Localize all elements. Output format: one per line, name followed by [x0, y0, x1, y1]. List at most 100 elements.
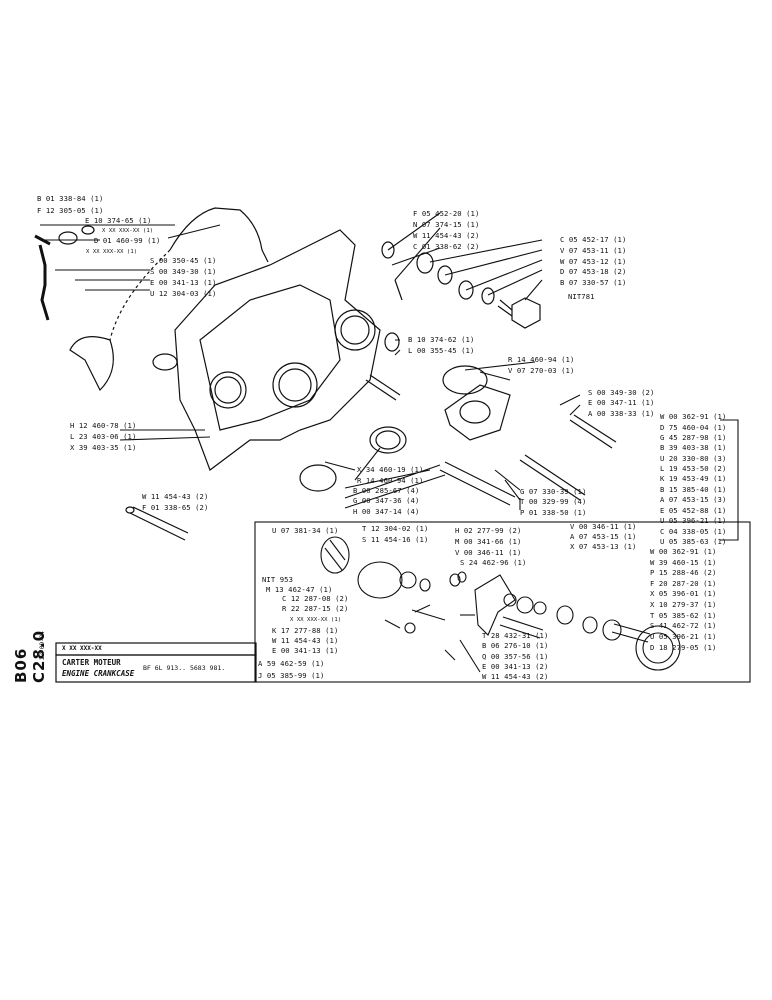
ref-mark: X XX XXX-XX: [62, 645, 102, 652]
part-label: V 00 346-11 (1): [455, 548, 522, 557]
filler-neck: [152, 353, 178, 371]
part-label: M 13 462-47 (1): [266, 585, 333, 594]
tensioner-arm: [474, 574, 516, 636]
part-label: U 20 330-80 (3): [660, 454, 727, 463]
part-label: B 39 403-38 (1): [660, 443, 727, 452]
part-label: U 05 385-63 (1): [660, 537, 727, 546]
part-label: T 28 432-31 (1): [482, 631, 549, 640]
part-label: A 00 338-33 (1): [588, 409, 655, 418]
part-label: X XX XXX-XX (1): [102, 228, 154, 234]
part-label: B 15 385-40 (1): [660, 485, 727, 494]
part-label: U 07 381-34 (1): [272, 526, 339, 535]
part-label: F 20 287-20 (1): [650, 579, 717, 588]
pulley: [635, 625, 681, 671]
cover-flange: [444, 384, 511, 441]
part-label: E 00 347-11 (1): [588, 398, 655, 407]
part-label: B 00 285-67 (4): [353, 486, 420, 495]
part-label: C 04 338-05 (1): [660, 527, 727, 536]
part-label: A 07 453-15 (1): [570, 532, 637, 541]
part-label: G 07 330-39 (1): [520, 487, 587, 496]
part-label: A 07 453-15 (3): [660, 495, 727, 504]
part-label: Q 00 357-56 (1): [482, 652, 549, 661]
part-label: M 00 341-66 (1): [455, 537, 522, 546]
seal-ring-large: [272, 362, 318, 408]
part-label: J 05 385-99 (1): [258, 671, 325, 680]
part-label: D 18 279-05 (1): [650, 643, 717, 652]
part-label: E 00 341-13 (1): [272, 646, 339, 655]
part-label: B 01 338-84 (1): [37, 194, 104, 203]
part-label: B 07 330-57 (1): [560, 278, 627, 287]
part-label: H 00 347-14 (4): [353, 507, 420, 516]
part-label: C 12 287-08 (2): [282, 594, 349, 603]
part-label: W 00 362-91 (1): [650, 547, 717, 556]
part-label: S 00 349-30 (2): [588, 388, 655, 397]
title-en: ENGINE CRANKCASE: [62, 669, 135, 678]
long-bolt: [439, 461, 516, 506]
part-label: G 00 347-36 (4): [353, 496, 420, 505]
part-label: B 10 374-62 (1): [408, 335, 475, 344]
part-label: C 01 338-62 (2): [413, 242, 480, 251]
part-label: D 07 453-18 (2): [560, 267, 627, 276]
part-label: S 11 454-16 (1): [362, 535, 429, 544]
part-label: F 12 305-05 (1): [37, 206, 104, 215]
part-label: X 34 460-19 (1): [357, 465, 424, 474]
seal-ring-lower: [369, 426, 407, 454]
oil-pipe: [38, 244, 50, 321]
part-label: W 07 453-12 (1): [560, 257, 627, 266]
part-label: T 05 385-62 (1): [650, 611, 717, 620]
part-label: W 11 454-43 (2): [413, 231, 480, 240]
part-label: K 17 277-88 (1): [272, 626, 339, 635]
part-label: L 19 453-50 (2): [660, 464, 727, 473]
part-label: S 00 350-45 (1): [150, 256, 217, 265]
part-label: L 00 355-45 (1): [408, 346, 475, 355]
part-label: NIT781: [568, 292, 595, 301]
part-label: X 05 396-01 (1): [650, 589, 717, 598]
part-label: S 00 349-30 (1): [150, 267, 217, 276]
part-label: T 00 329-99 (4): [520, 497, 587, 506]
part-label: E 10 374-65 (1): [85, 216, 152, 225]
part-label: E 05 452-88 (1): [660, 506, 727, 515]
sheet-date: 27-09-84: [38, 612, 50, 662]
part-label: NIT 953: [262, 575, 293, 584]
assembly-box: [254, 521, 751, 683]
part-label: F 05 452-20 (1): [413, 209, 480, 218]
part-label: R 22 287-15 (2): [282, 604, 349, 613]
part-label: U 12 304-03 (1): [150, 289, 217, 298]
part-label: X XX XXX-XX (1): [86, 249, 138, 255]
seal-ring-left: [209, 371, 247, 409]
part-label: E 00 341-13 (2): [482, 662, 549, 671]
part-label: H 02 277-99 (2): [455, 526, 522, 535]
part-label: V 07 453-11 (1): [560, 246, 627, 255]
part-label: V 07 270-03 (1): [508, 366, 575, 375]
part-label: E 00 341-13 (1): [150, 278, 217, 287]
part-label: U 05 396-21 (1): [660, 516, 727, 525]
part-label: R 14 460-94 (1): [508, 355, 575, 364]
part-label: N 07 374-15 (1): [413, 220, 480, 229]
part-label: L 23 403-06 (1): [70, 432, 137, 441]
part-label: P 15 288-46 (2): [650, 568, 717, 577]
part-label: W 11 454-43 (1): [272, 636, 339, 645]
part-label: S 41 462-72 (1): [650, 621, 717, 630]
gasket-outline: [69, 207, 269, 392]
part-label: U 05 396-21 (1): [650, 632, 717, 641]
part-label: W 39 460-15 (1): [650, 558, 717, 567]
sheet-date-text: 27-09-84: [39, 631, 46, 660]
part-label: R 14 460-94 (1): [357, 476, 424, 485]
flange-ring: [334, 309, 376, 351]
part-label: X 39 403-35 (1): [70, 443, 137, 452]
part-label: V 00 346-11 (1): [570, 522, 637, 531]
part-label: X XX XXX-XX (1): [290, 617, 342, 623]
part-label: P 01 338-50 (1): [520, 508, 587, 517]
part-label: W 11 454-43 (2): [482, 672, 549, 681]
part-label: F 01 338-65 (2): [142, 503, 209, 512]
sheet-code: B06 C28.0: [10, 605, 48, 685]
part-label: C 05 452-17 (1): [560, 235, 627, 244]
model-number: BF 6L 913.. 5683 981.: [143, 664, 226, 672]
part-label: S 24 462-96 (1): [460, 558, 527, 567]
part-label: T 12 304-02 (1): [362, 524, 429, 533]
dowel-pin: [365, 374, 401, 401]
o-ring: [442, 365, 488, 395]
part-label: H 12 460-78 (1): [70, 421, 137, 430]
part-label: W 11 454-43 (2): [142, 492, 209, 501]
